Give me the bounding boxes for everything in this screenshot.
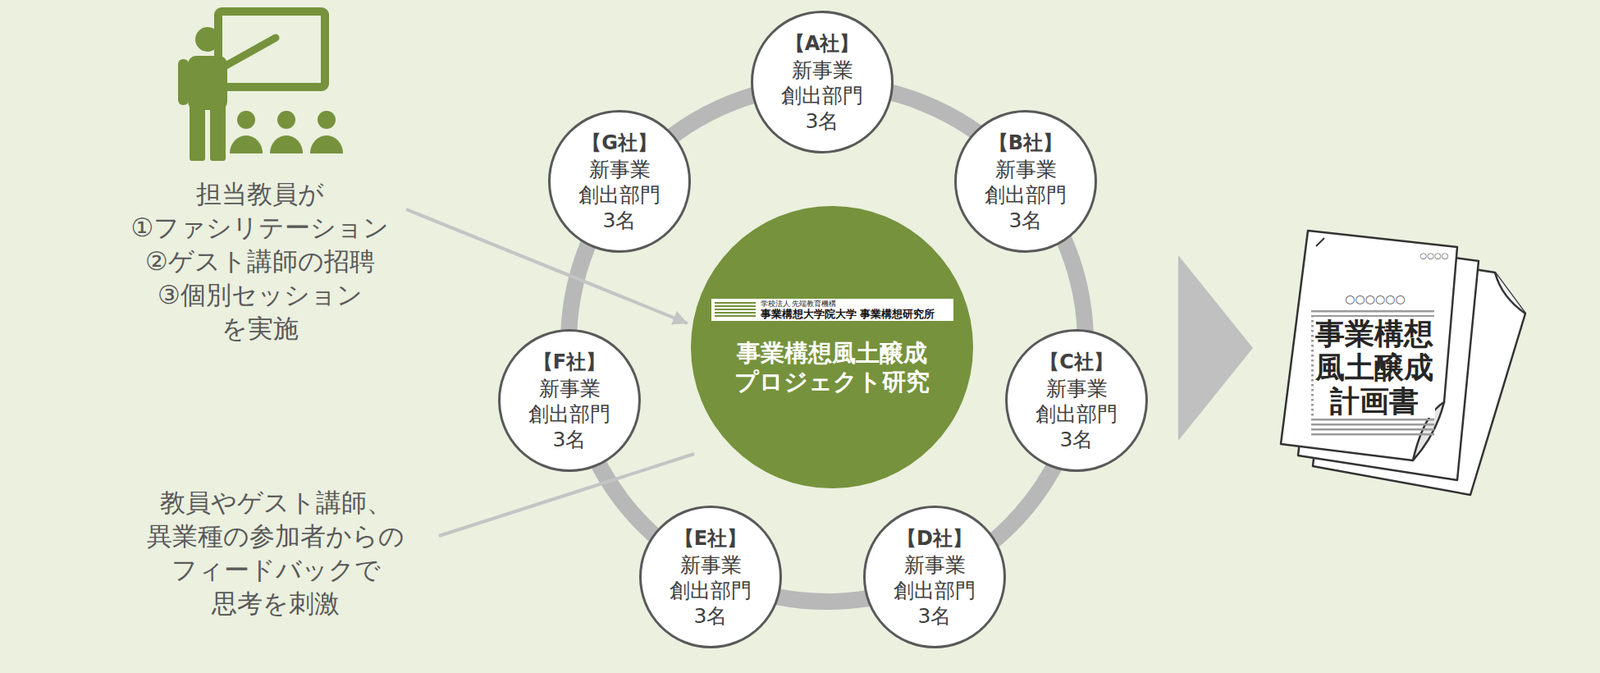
company-circle: 【F社】新事業 創出部門 3名 <box>498 329 641 472</box>
company-circle: 【C社】新事業 創出部門 3名 <box>1005 329 1148 472</box>
circle-shape <box>690 205 974 489</box>
note-label: 担当教員が ①ファシリテーション ②ゲスト講師の招聘 ③個別セッション を実施 <box>125 177 396 346</box>
note-label: 教員やゲスト講師、 異業種の参加者からの フィードバックで 思考を刺激 <box>141 485 412 621</box>
department-text: 新事業 創出部門 3名 <box>775 57 870 134</box>
company-name: 【F社】 <box>522 349 618 375</box>
circle-shape <box>752 12 893 153</box>
company-name: 【B社】 <box>978 130 1074 156</box>
company-text: 【F社】新事業 創出部門 3名 <box>522 349 618 453</box>
company-circle: 【D社】新事業 創出部門 3名 <box>863 505 1006 649</box>
company-text: 【B社】新事業 創出部門 3名 <box>978 130 1074 234</box>
company-text: 【D社】新事業 創出部門 3名 <box>887 525 983 629</box>
placeholder-marks: ○○○○ <box>1420 251 1450 261</box>
company-name: 【A社】 <box>775 31 870 56</box>
company-text: 【G社】新事業 創出部門 3名 <box>572 130 668 234</box>
company-circle: 【E社】新事業 創出部門 3名 <box>639 505 782 649</box>
plan-document: ○○○○○○○○○○事業構想 風土醸成 計画書 <box>1280 230 1458 462</box>
project-title: 事業構想風土醸成 プロジェクト研究 <box>728 338 936 397</box>
logo-title: 事業構想大学院大学 事業構想研究所 <box>760 307 936 320</box>
cooperation-ring <box>568 84 1086 602</box>
circle-shape <box>1006 330 1148 471</box>
company-name: 【D社】 <box>887 525 983 551</box>
company-name: 【C社】 <box>1029 349 1125 375</box>
company-text: 【C社】新事業 創出部門 3名 <box>1029 349 1125 453</box>
institute-logo: 学校法人 先端教育機構事業構想大学院大学 事業構想研究所 <box>711 298 954 321</box>
logo-stripes <box>714 301 756 318</box>
circle-shape <box>640 507 782 648</box>
company-text: 【E社】新事業 創出部門 3名 <box>663 525 759 629</box>
department-text: 新事業 創出部門 3名 <box>522 375 618 453</box>
department-text: 新事業 創出部門 3名 <box>887 552 983 629</box>
circle-shape <box>864 507 1006 648</box>
company-text: 【A社】新事業 創出部門 3名 <box>775 31 870 134</box>
company-name: 【E社】 <box>663 525 759 551</box>
project-circle: 学校法人 先端教育機構事業構想大学院大学 事業構想研究所事業構想風土醸成 プロジ… <box>690 205 974 489</box>
circle-shape <box>955 111 1097 252</box>
department-text: 新事業 創出部門 3名 <box>978 156 1074 234</box>
department-text: 新事業 創出部門 3名 <box>663 552 759 629</box>
circle-shape <box>499 330 640 471</box>
department-text: 新事業 創出部門 3名 <box>1029 375 1125 453</box>
company-circle: 【B社】新事業 創出部門 3名 <box>954 109 1098 253</box>
company-circle: 【G社】新事業 創出部門 3名 <box>548 109 691 253</box>
flow-triangle <box>1178 255 1253 441</box>
document-title: 事業構想 風土醸成 計画書 <box>1313 316 1436 418</box>
document-sheets <box>1280 230 1526 495</box>
company-circle: 【A社】新事業 創出部門 3名 <box>750 10 894 154</box>
department-text: 新事業 創出部門 3名 <box>572 156 668 234</box>
document-text-lines <box>1311 310 1435 439</box>
placeholder-marks: ○○○○○○ <box>1344 292 1405 306</box>
company-name: 【G社】 <box>572 130 668 156</box>
circle-shape <box>549 111 691 252</box>
logo-subtitle: 学校法人 先端教育機構 <box>760 299 837 308</box>
teacher-icon <box>178 11 343 161</box>
